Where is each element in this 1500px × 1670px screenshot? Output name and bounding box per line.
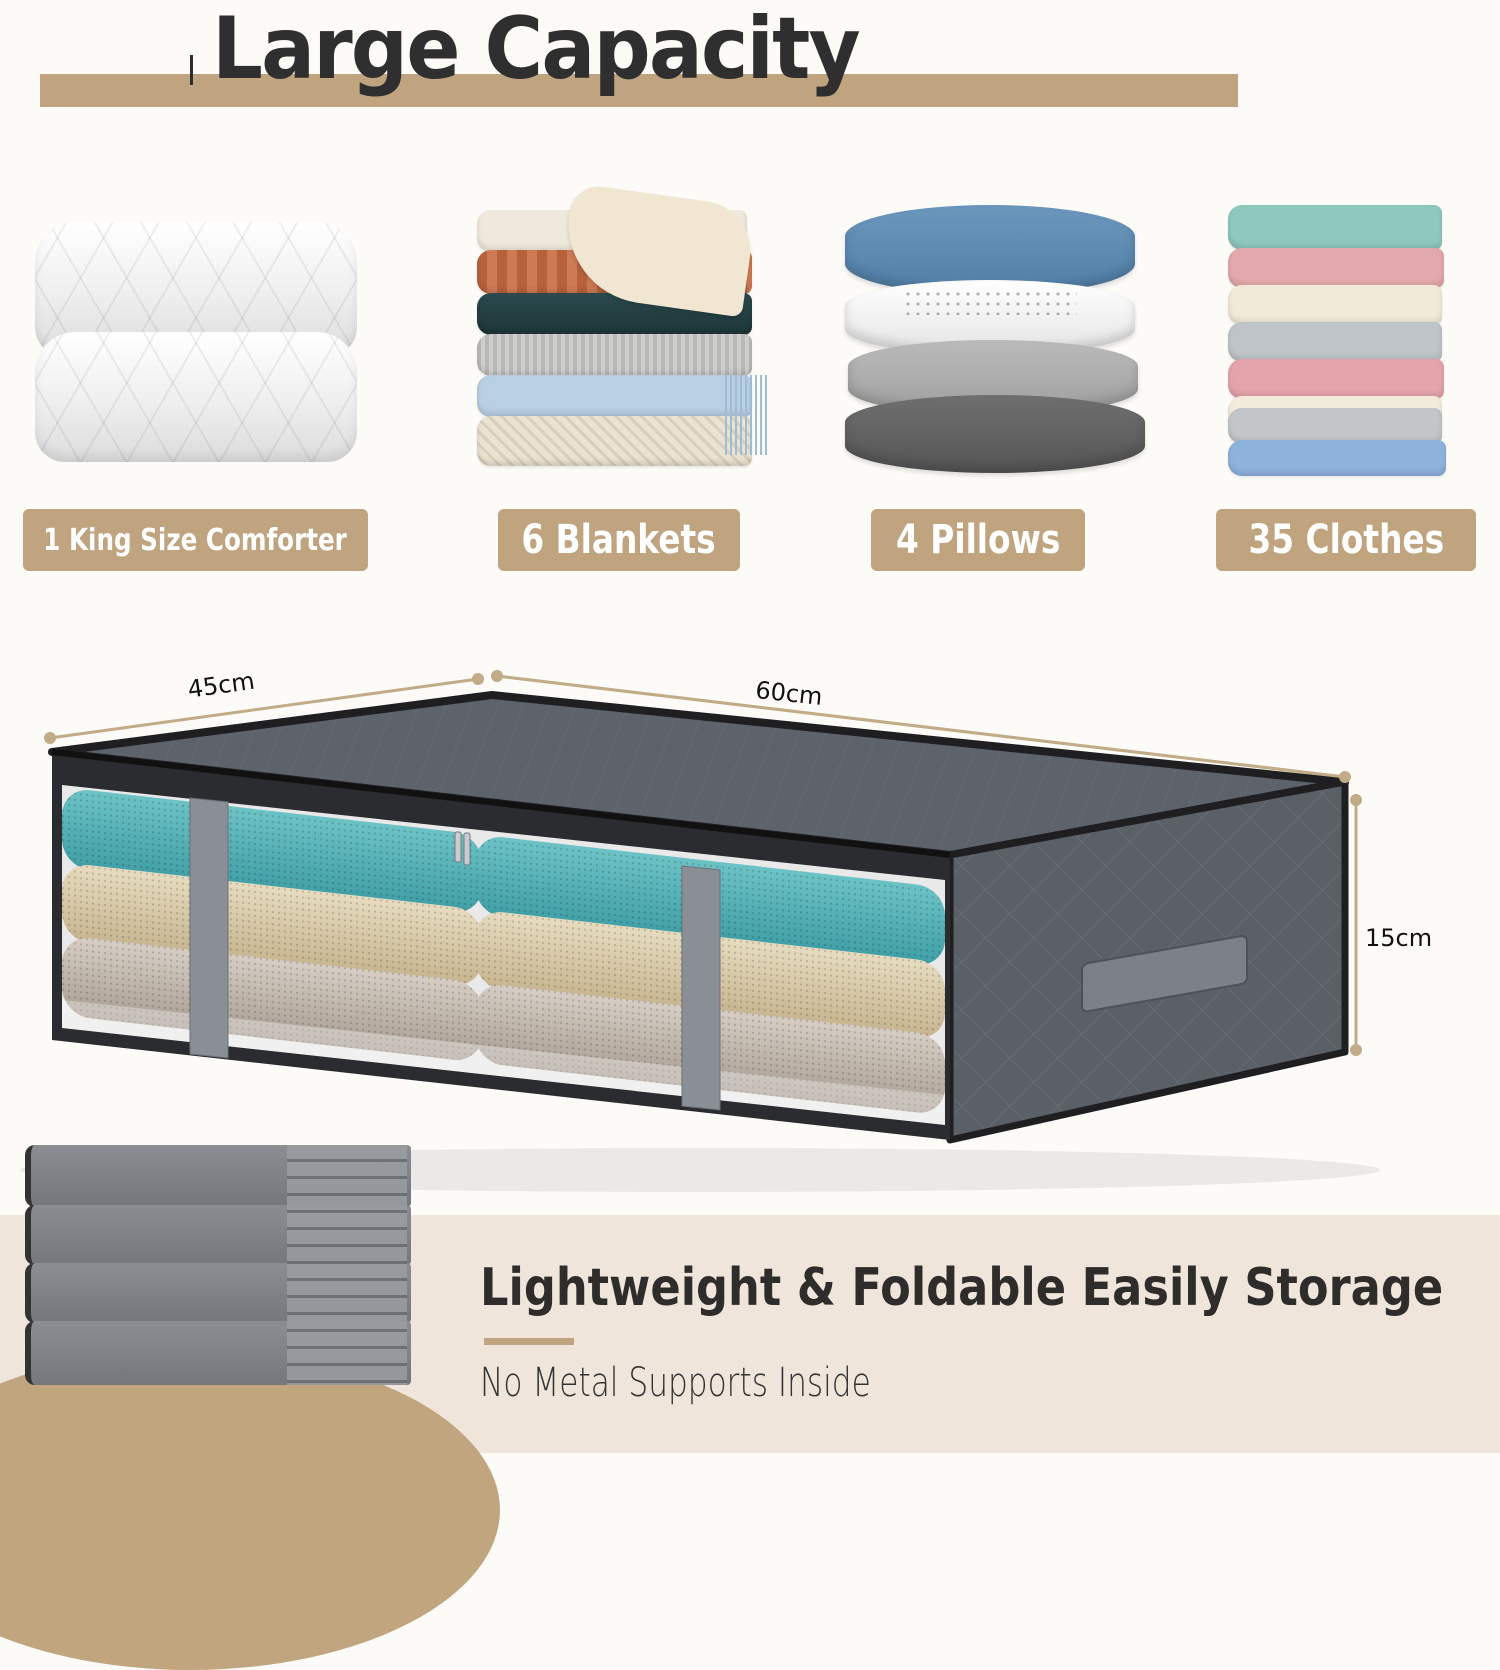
clothes-image: [1228, 200, 1448, 480]
badge-label: 35 Clothes: [1248, 517, 1444, 563]
badge-label: 1 King Size Comforter: [43, 522, 348, 558]
title-underline-bar: [40, 74, 1238, 107]
badge-label: 4 Pillows: [895, 517, 1061, 563]
feature-title: Lightweight & Foldable Easily Storage: [480, 1258, 1444, 1318]
storage-bag-image: [20, 670, 1380, 1192]
blankets-image: [475, 182, 775, 470]
badge-comforter: 1 King Size Comforter: [23, 509, 368, 571]
dimension-height-label: 15cm: [1365, 924, 1433, 952]
folded-bags-image: [25, 1145, 411, 1415]
badge-label: 6 Blankets: [521, 517, 717, 563]
title-accent-mark: [190, 55, 193, 85]
badge-pillows: 4 Pillows: [871, 509, 1085, 571]
pillows-image: [840, 200, 1150, 475]
comforter-image: [35, 222, 357, 462]
badge-blankets: 6 Blankets: [498, 509, 740, 571]
page-title: Large Capacity: [212, 0, 861, 99]
badge-clothes: 35 Clothes: [1216, 509, 1476, 571]
feature-subtitle: No Metal Supports Inside: [480, 1360, 871, 1406]
feature-divider: [484, 1338, 574, 1345]
